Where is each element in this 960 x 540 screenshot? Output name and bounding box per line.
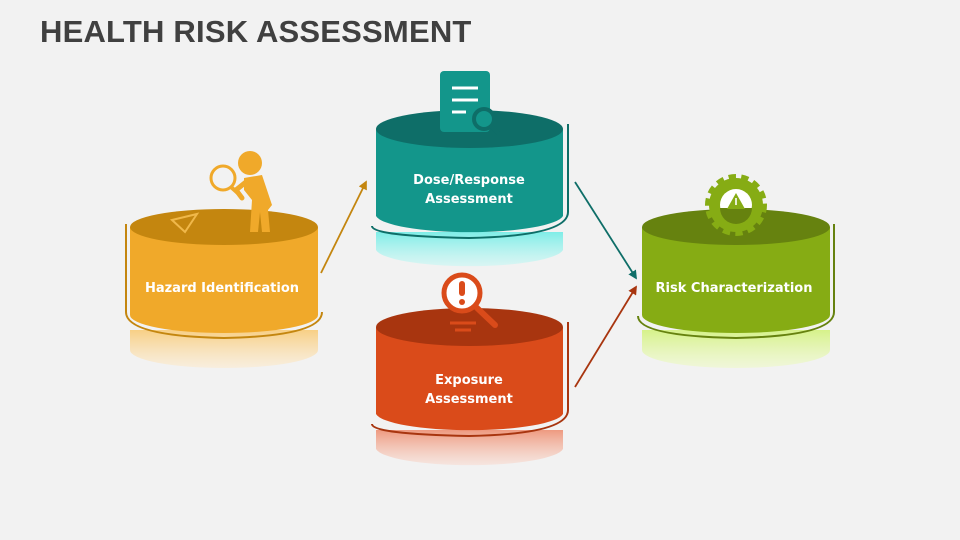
hazard-bracket (125, 224, 323, 340)
arrow-hazard-to-dose (320, 180, 367, 274)
exposure-label-line2: Assessment (425, 392, 513, 407)
document-search-icon (440, 71, 501, 136)
dose-label-line1: Dose/Response (413, 173, 525, 188)
arrow-dose-to-risk (574, 181, 637, 280)
exposure-label-line1: Exposure (435, 373, 503, 388)
risk-bracket (637, 224, 835, 340)
risk-label: Risk Characterization (656, 281, 813, 296)
dose-bracket (371, 124, 569, 240)
exposure-assessment-cylinder: Exposure Assessment (371, 272, 569, 466)
hazard-label: Hazard Identification (145, 281, 299, 296)
hazard-identification-cylinder: Hazard Identification (125, 151, 323, 368)
dose-response-cylinder: Dose/Response Assessment (371, 71, 569, 267)
person-magnifier-icon (169, 151, 272, 234)
dose-label-line2: Assessment (425, 192, 513, 207)
risk-characterization-cylinder: Risk Characterization (637, 174, 835, 368)
page-title: HEALTH RISK ASSESSMENT (40, 14, 472, 49)
alert-search-icon (441, 272, 498, 332)
exposure-bracket (371, 322, 569, 438)
arrow-exposure-to-risk (574, 285, 637, 388)
gear-warning-icon (705, 174, 767, 236)
